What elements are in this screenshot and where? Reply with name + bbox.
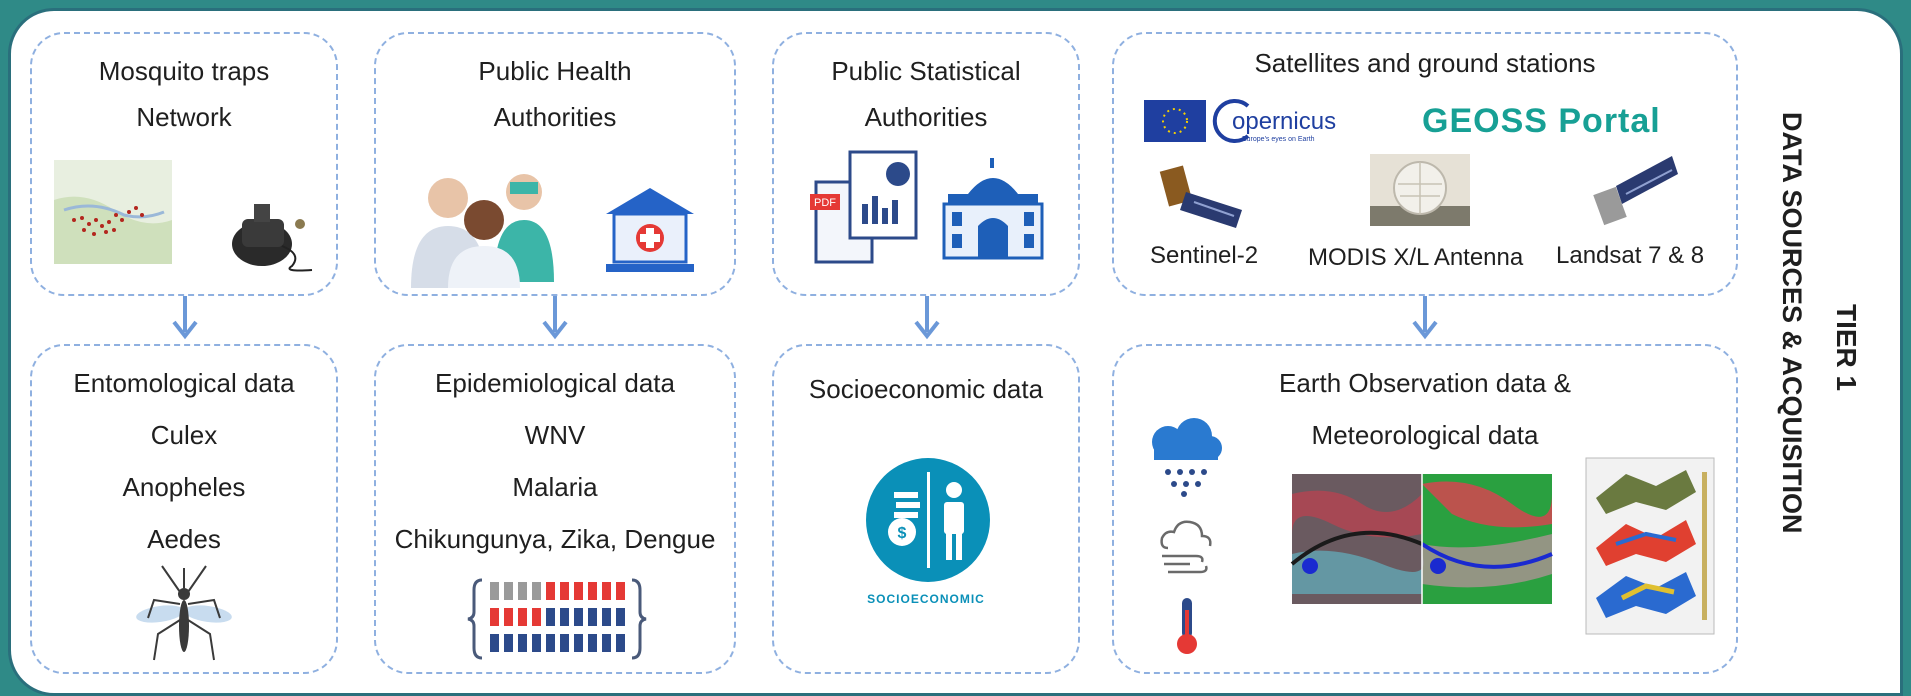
satellites-title: Satellites and ground stations <box>1254 48 1596 78</box>
hospital-icon <box>606 188 694 272</box>
public-statistical-title: Public Statistical <box>831 56 1021 86</box>
doctors-icon <box>411 174 554 288</box>
socioeconomic-data-title: Socioeconomic data <box>808 374 1044 404</box>
svg-text:PDF: PDF <box>814 197 836 209</box>
epidemiological-data-title: Epidemiological data <box>435 368 675 398</box>
earth-observation-box: Earth Observation data & Meteorological … <box>1112 344 1738 674</box>
arrow-mosquito-to-ento <box>172 296 198 340</box>
mosquito-traps-title: Mosquito traps <box>98 56 270 86</box>
mosquito-traps-box: Mosquito traps Network <box>30 32 338 296</box>
terrain-3d-model-image <box>1585 457 1715 635</box>
eu-flag-icon <box>1144 100 1206 142</box>
entomological-data-box: Entomological data Culex Anopheles Aedes <box>30 344 338 674</box>
culex-label: Culex <box>150 420 218 450</box>
socioeconomic-icon: $ <box>866 458 990 582</box>
socioeconomic-icon-label: SOCIOECONOMIC <box>867 592 985 606</box>
satellite-imagery-image <box>1290 474 1553 604</box>
earth-observation-title: Earth Observation data & <box>1279 368 1571 398</box>
wind-cloud-icon <box>1160 520 1212 574</box>
geoss-portal-logo: GEOSS Portal <box>1422 102 1661 140</box>
public-health-subtitle: Authorities <box>493 102 617 132</box>
satellites-box: Satellites and ground stations opernicus… <box>1112 32 1738 296</box>
landsat-label: Landsat 7 & 8 <box>1556 242 1705 269</box>
copernicus-tagline: Europe's eyes on Earth <box>1242 136 1315 143</box>
statistics-report-icon: PDF <box>810 150 918 264</box>
copernicus-logo-icon <box>1212 99 1250 143</box>
tier-label: TIER 1 <box>1831 304 1862 392</box>
modis-antenna-label: MODIS X/L Antenna <box>1308 244 1524 271</box>
mosquito-icon <box>136 565 232 661</box>
thermometer-icon <box>1177 598 1197 654</box>
rain-cloud-icon <box>1152 418 1222 497</box>
public-health-title: Public Health <box>478 56 632 86</box>
arrow-stat-to-socio <box>914 296 940 340</box>
sentinel-2-satellite-icon <box>1159 165 1242 228</box>
arrow-sat-to-eo <box>1412 296 1438 340</box>
arrow-health-to-epi <box>542 296 568 340</box>
aedes-label: Aedes <box>147 524 221 554</box>
population-icon <box>467 578 647 660</box>
epidemiological-data-box: Epidemiological data WNV Malaria Chikung… <box>374 344 736 674</box>
public-statistical-box: Public Statistical Authorities PDF <box>772 32 1080 296</box>
sentinel-2-label: Sentinel-2 <box>1150 242 1259 269</box>
government-building-icon <box>942 158 1044 260</box>
modis-antenna-icon <box>1370 154 1470 226</box>
arbovirus-label: Chikungunya, Zika, Dengue <box>394 524 716 554</box>
wnv-label: WNV <box>524 420 586 450</box>
svg-text:$: $ <box>898 525 907 542</box>
copernicus-logo-text: opernicus <box>1232 108 1337 135</box>
trap-map-image <box>54 160 172 264</box>
anopheles-label: Anopheles <box>122 472 246 502</box>
malaria-label: Malaria <box>512 472 598 502</box>
mosquito-trap-device-icon <box>232 204 313 272</box>
data-sources-acquisition-label: DATA SOURCES & ACQUISITION <box>1777 112 1807 534</box>
landsat-satellite-icon <box>1593 156 1678 226</box>
public-statistical-subtitle: Authorities <box>864 102 988 132</box>
entomological-data-title: Entomological data <box>73 368 295 398</box>
meteorological-data-title: Meteorological data <box>1311 420 1539 450</box>
public-health-box: Public Health Authorities <box>374 32 736 296</box>
mosquito-traps-subtitle: Network <box>136 102 232 132</box>
socioeconomic-data-box: Socioeconomic data $ SOCIOECONOMIC <box>772 344 1080 674</box>
